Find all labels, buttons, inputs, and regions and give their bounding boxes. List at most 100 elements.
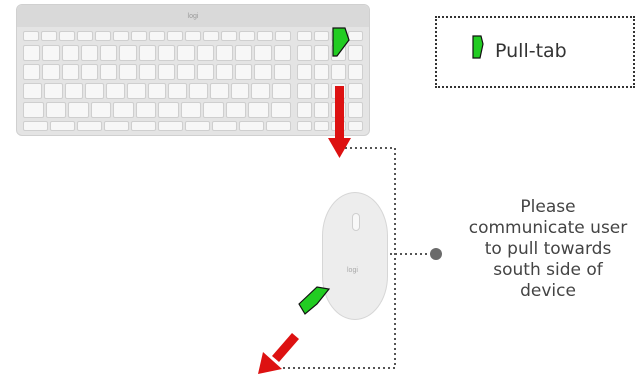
keyboard-key (100, 64, 118, 80)
instruction-line: to pull towards (484, 239, 612, 259)
legend-pull-tab-icon (472, 35, 484, 59)
keyboard-key (251, 83, 271, 99)
instruction-line: Please (520, 197, 576, 217)
keyboard-key (314, 64, 329, 80)
keyboard-key (131, 121, 156, 131)
instruction-note: Please communicate user to pull towards … (448, 197, 644, 302)
keyboard-key (50, 121, 75, 131)
keyboard-key (42, 64, 60, 80)
keyboard-key (80, 64, 99, 80)
keyboard-key (248, 102, 269, 118)
keyboard-key (95, 31, 111, 41)
keyboard-key (119, 64, 137, 80)
keyboard-key (297, 45, 312, 61)
keyboard-key (100, 45, 118, 61)
keyboard-key (230, 83, 250, 99)
keyboard-key (90, 102, 111, 118)
keyboard-key (113, 31, 129, 41)
keyboard-key (348, 64, 363, 80)
keyboard-key (266, 121, 291, 131)
legend-label: Pull-tab (495, 40, 567, 62)
keyboard-key (348, 83, 363, 99)
keyboard-key (203, 31, 219, 41)
keyboard-key (45, 102, 66, 118)
keyboard-key (177, 45, 195, 61)
keyboard-key (59, 31, 75, 41)
keyboard-key (314, 45, 329, 61)
keyboard-key (61, 45, 79, 61)
keyboard-key (126, 83, 146, 99)
keyboard-key (254, 64, 272, 80)
keyboard-top-bar: logi (17, 5, 369, 27)
keyboard-key (168, 83, 188, 99)
connector-endpoint-dot (430, 248, 442, 260)
keyboard-key (23, 64, 41, 80)
keyboard-key (42, 45, 60, 61)
keyboard-key (215, 64, 234, 80)
keyboard-key (235, 45, 253, 61)
keyboard-key (104, 121, 129, 131)
keyboard-key (348, 31, 363, 41)
keyboard-key (203, 102, 224, 118)
instruction-line: device (520, 281, 576, 301)
keyboard-key (314, 83, 329, 99)
keyboard-key (273, 45, 291, 61)
keyboard-key (254, 45, 272, 61)
keyboard-key (158, 102, 179, 118)
keyboard-key (239, 121, 264, 131)
keyboard-key (138, 45, 156, 61)
pull-tab-icon (298, 286, 331, 315)
keyboard-key (272, 83, 291, 99)
keyboard-key (314, 102, 329, 118)
keyboard-key (215, 45, 234, 61)
keyboard-key (235, 64, 253, 80)
keyboard-key (113, 102, 134, 118)
keyboard-key (239, 31, 255, 41)
keyboard-key (196, 64, 214, 80)
keyboard-key (23, 45, 41, 61)
keyboard-key (77, 31, 93, 41)
keyboard-key (180, 102, 201, 118)
keyboard-key (189, 83, 208, 99)
keyboard-logo: logi (187, 12, 199, 20)
instruction-line: south side of (493, 260, 603, 280)
down-arrow-icon (328, 86, 351, 158)
keyboard-key (80, 45, 99, 61)
instruction-line: communicate user (468, 218, 628, 238)
keyboard-key (257, 31, 273, 41)
keyboard-key (273, 64, 291, 80)
keyboard-key (68, 102, 89, 118)
keyboard-key (43, 83, 63, 99)
keyboard-key (23, 31, 39, 41)
keyboard-key (131, 31, 147, 41)
mouse-scroll-wheel (352, 213, 360, 231)
keyboard-key (149, 31, 165, 41)
keyboard-key (106, 83, 125, 99)
keyboard-key (212, 121, 237, 131)
keyboard-key (85, 83, 105, 99)
keyboard-key (23, 102, 44, 118)
keyboard-key (147, 83, 167, 99)
keyboard-key (314, 31, 329, 41)
keyboard-key (158, 64, 176, 80)
keyboard-key (221, 31, 237, 41)
keyboard-key (135, 102, 156, 118)
keyboard-key (119, 45, 137, 61)
keyboard-image: logi (16, 4, 370, 136)
keyboard-key (297, 102, 312, 118)
keyboard-key (270, 102, 291, 118)
keyboard-key (77, 121, 102, 131)
keyboard-key (331, 64, 346, 80)
keyboard-key (225, 102, 246, 118)
keyboard-key (297, 83, 312, 99)
keyboard-key (158, 45, 176, 61)
keyboard-key (297, 121, 312, 131)
keyboard-key (158, 121, 183, 131)
keyboard-key (348, 102, 363, 118)
keyboard-key (23, 83, 42, 99)
keyboard-key (209, 83, 229, 99)
keyboard-key (61, 64, 79, 80)
mouse-image: logi (322, 192, 388, 320)
keyboard-key (177, 64, 195, 80)
